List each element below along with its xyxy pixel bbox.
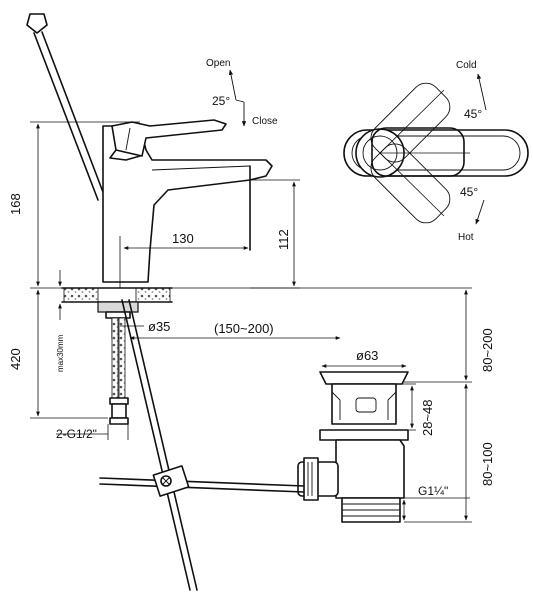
popup-waste: [99, 371, 409, 523]
hot-label: Hot: [458, 232, 474, 243]
lever-angle-label: 25°: [212, 94, 230, 108]
faucet-body: [102, 125, 273, 283]
faucet-top-view: Cold Hot 45° 45°: [343, 60, 529, 243]
hose-length-label: 420: [8, 348, 23, 370]
close-label: Close: [252, 116, 278, 127]
hot-arrow: [475, 199, 485, 225]
waste-bottom-range-label: 80~100: [480, 442, 495, 486]
supply-hoses: [109, 317, 129, 425]
max-thickness-label: max30mm: [56, 334, 65, 372]
spout-height-label: 112: [276, 229, 291, 250]
hot-angle-label: 45°: [460, 185, 478, 199]
waste-dimensions: ø63 28~48 80~200 80~100 G1¼": [172, 287, 495, 523]
waste-diameter-label: ø63: [356, 348, 378, 363]
waste-top-range-label: 80~200: [480, 328, 495, 372]
open-label: Open: [206, 58, 230, 69]
waste-thread-label: G1¼": [418, 484, 448, 498]
height-total-label: 168: [8, 193, 23, 215]
faucet-side-view: Open Close 25°: [26, 13, 278, 591]
waste-plug-travel-label: 28~48: [420, 399, 435, 436]
open-arrow: [228, 69, 237, 101]
connection-label: 2-G1/2": [56, 427, 97, 441]
drain-hole-label: ø35: [148, 319, 170, 334]
cold-angle-label: 45°: [464, 107, 482, 121]
popup-lift-rod: [26, 13, 107, 201]
waste-thread: [342, 503, 400, 517]
rod-range-label: (150~200): [214, 321, 274, 336]
rod-clamp: [152, 465, 190, 497]
countertop: [61, 287, 173, 303]
spout-reach-label: 130: [172, 231, 194, 246]
cold-arrow: [476, 73, 487, 111]
cold-label: Cold: [456, 60, 477, 71]
lever-handle: [111, 119, 227, 157]
faucet-dimensions: 168 112 130 420 max30mm 2-G1/2" ø35 (150…: [8, 121, 341, 441]
